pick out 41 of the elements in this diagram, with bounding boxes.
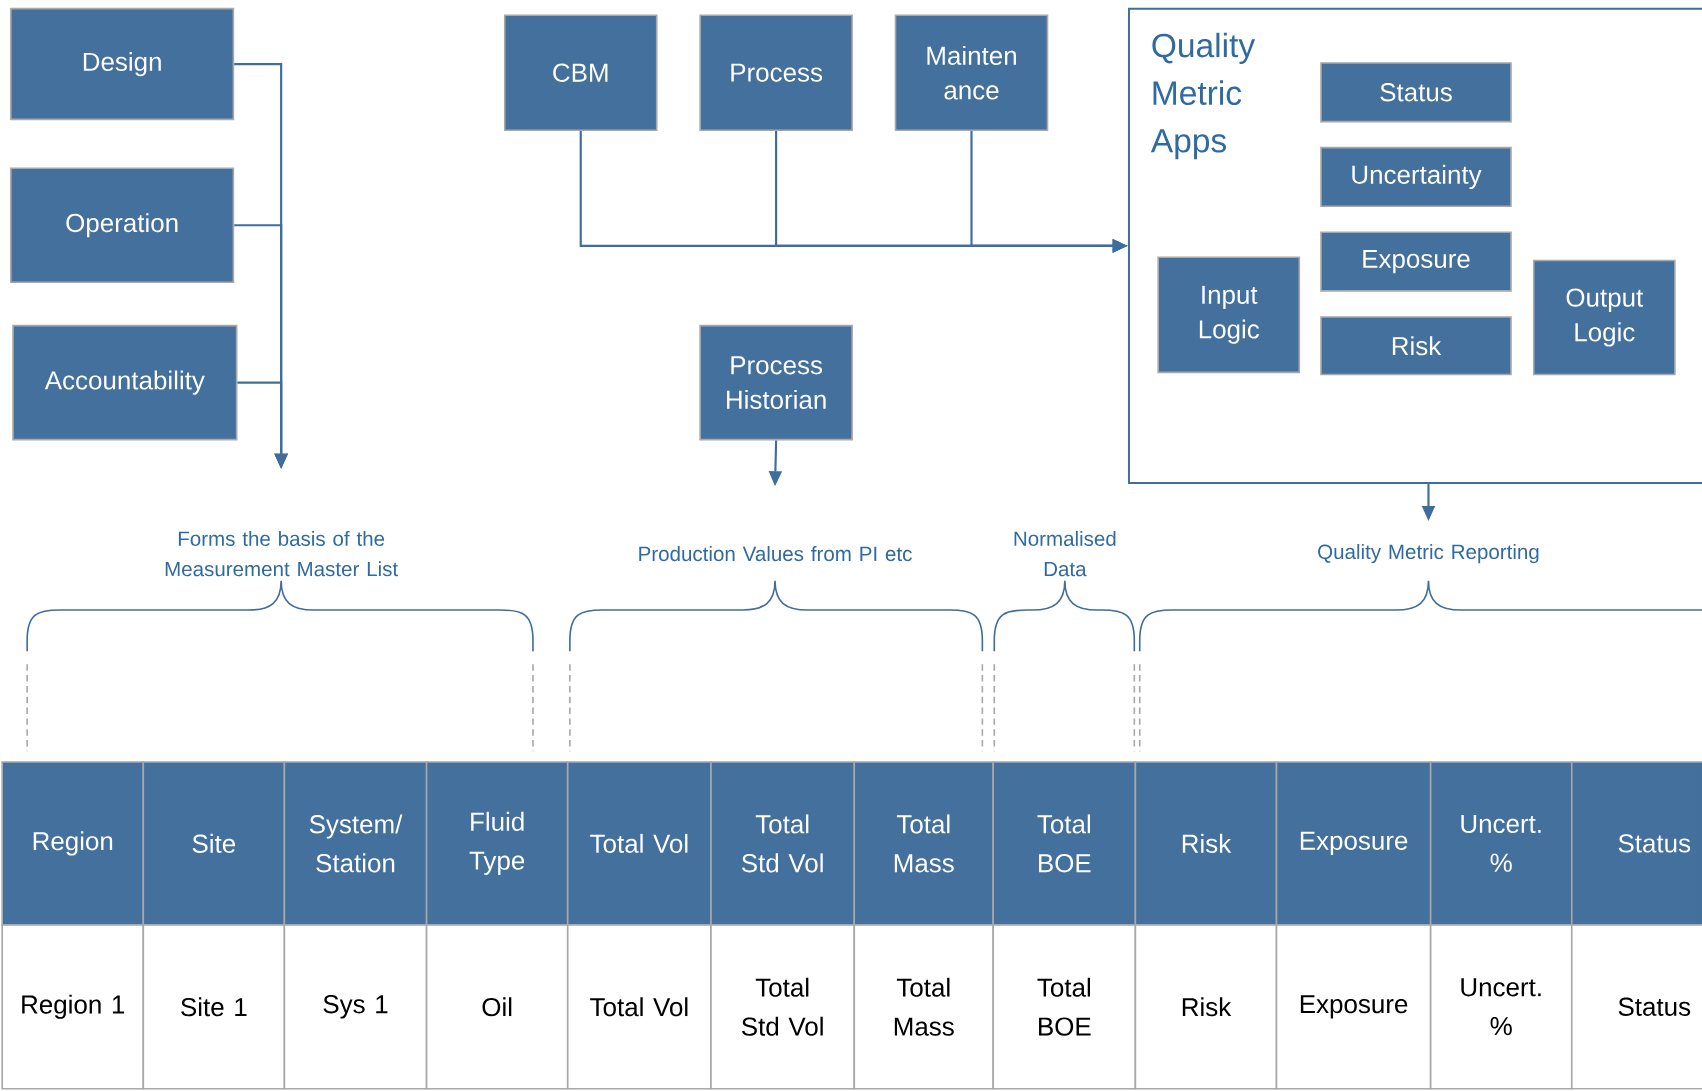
label-box: Input Logic [1157,256,1301,374]
label-box: CBM [503,14,658,132]
header-cell: Total Vol [566,761,712,926]
header-cell: Fluid Type [425,761,569,926]
header-cell: Site [142,761,286,926]
table-cell: Total BOE [992,924,1137,1090]
label-box: Process Historian [699,324,853,441]
label-box: Design [10,7,235,121]
label-box: Operation [10,167,235,284]
label-box: Risk [1320,316,1512,376]
label-box: Uncertainty [1320,146,1512,208]
table-cell: Status [1570,924,1702,1090]
table-cell: Sys 1 [283,924,428,1090]
label-box: Output Logic [1532,259,1676,376]
header-cell: Risk [1134,761,1278,926]
label-box: Status [1320,62,1512,123]
table-cell: Total Vol [566,924,712,1090]
label-box: Mainten ance [894,14,1049,132]
caption-text: Production Values from PI etc [639,546,912,562]
header-cell: Region [1,761,145,926]
table-cell: Site 1 [142,924,286,1090]
label-box: Exposure [1320,231,1512,292]
caption-text: Forms the basis of the Measurement Master List [165,530,398,577]
table-cell: Uncert. % [1429,924,1573,1090]
header-cell: Uncert. % [1429,761,1573,926]
header-cell: Total Std Vol [710,761,856,926]
header-cell: Total Mass [853,761,994,926]
header-cell: Total BOE [992,761,1137,926]
table-cell: Total Std Vol [710,924,856,1090]
table-cell: Risk [1134,924,1278,1090]
caption-text: Normalised Data [1014,530,1116,577]
table-cell: Oil [425,924,569,1090]
header-cell: Status [1570,761,1702,926]
label-box: Process [699,14,853,132]
caption-text: Quality Metric Reporting [1318,544,1539,564]
table-cell: Exposure [1275,924,1432,1090]
label-box: Accountability [12,324,238,441]
header-cell: System/ Station [283,761,428,926]
table-cell: Total Mass [853,924,994,1090]
table-cell: Region 1 [1,924,145,1090]
header-cell: Exposure [1275,761,1432,926]
